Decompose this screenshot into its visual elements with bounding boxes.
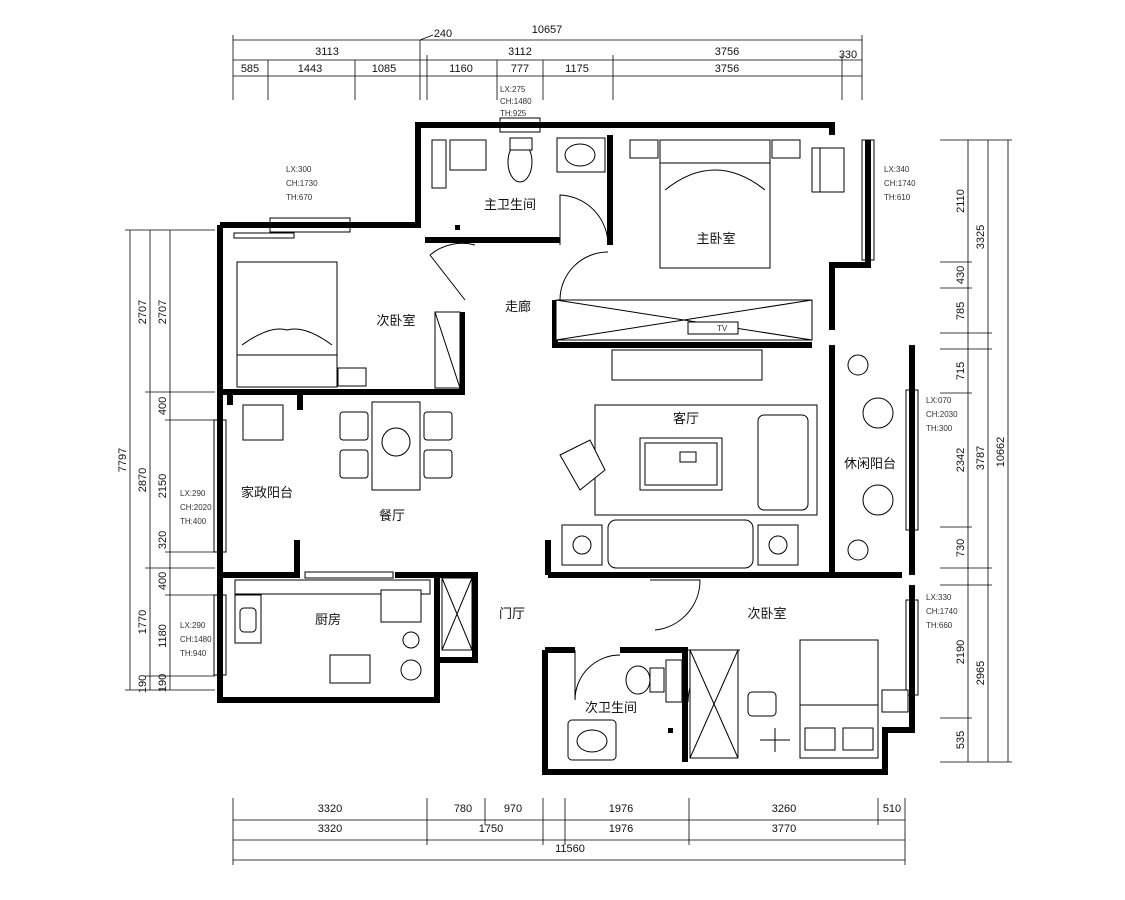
top-dimension-lines [232,34,863,100]
note-second-bedroom-bottom-lx: LX:330 [926,593,952,602]
dim-bottom-row1-f: 510 [883,803,901,815]
dim-right-col2-c: 785 [955,302,967,320]
note-master-bath-ch: CH:1480 [500,97,532,106]
left-dimension-lines [125,229,215,691]
dim-left-col1-a: 2707 [137,300,149,324]
note-master-bedroom-th: TH:610 [884,193,911,202]
dim-right-col2-d: 715 [955,362,967,380]
dim-right-col1-a: 3325 [975,225,987,249]
dim-right-col1-c: 2965 [975,661,987,685]
note-second-bedroom-ch: CH:1730 [286,179,318,188]
note-master-bath-lx: LX:275 [500,85,526,94]
dim-bottom-row2-d: 3770 [772,823,796,835]
right-dimension-lines [940,139,1012,763]
room-label-second-bedroom-bottom: 次卧室 [747,606,786,622]
dim-top-row1-b: 3112 [508,46,532,58]
dim-bottom-row2-a: 3320 [318,823,342,835]
room-label-master-bedroom: 主卧室 [696,231,735,247]
note-leisure-balcony-th: TH:300 [926,424,953,433]
dim-right-overall: 10662 [995,437,1007,468]
leisure-balcony-furniture [847,354,894,561]
dim-bottom-row1-e: 3260 [772,803,796,815]
room-label-corridor: 走廊 [505,299,531,315]
dim-left-col2-f: 1180 [157,624,169,648]
note-second-bedroom-th: TH:670 [286,193,313,202]
note-utility-balcony-th: TH:400 [180,517,207,526]
room-label-master-bath: 主卫生间 [484,198,536,213]
note-kitchen-lx: LX:290 [180,621,206,630]
tv-label: TV [717,324,728,333]
dim-top-offset: 240 [434,28,452,40]
note-master-bedroom-lx: LX:340 [884,165,910,174]
dim-right-col1-b: 3787 [975,446,987,470]
dim-top-row2-e: 777 [511,63,529,75]
dim-left-col2-c: 2150 [157,474,169,498]
bottom-dimension-lines [232,798,906,865]
note-kitchen-th: TH:940 [180,649,207,658]
dim-left-col2-e: 400 [157,572,169,590]
second-bedroom-bottom-furniture [689,639,909,759]
living-room-furniture [559,404,818,569]
note-utility-balcony-lx: LX:290 [180,489,206,498]
master-bath-fixtures [431,137,606,230]
interior-walls [220,135,902,762]
note-second-bedroom-bottom-ch: CH:1740 [926,607,958,616]
dim-right-col2-e: 2342 [955,448,967,472]
note-second-bedroom-lx: LX:300 [286,165,312,174]
dim-left-col1-c: 1770 [137,610,149,634]
note-master-bath-th: TH:925 [500,109,527,118]
room-label-leisure-balcony: 休闲阳台 [844,457,896,472]
room-label-second-bedroom-top: 次卧室 [376,313,415,329]
dim-top-row2-b: 1443 [298,63,322,75]
master-bedroom-furniture: TV [555,139,845,381]
dim-top-row2-g: 3756 [715,63,739,75]
dim-bottom-row2-b: 1750 [479,823,503,835]
dim-bottom-row2-c: 1976 [609,823,633,835]
dining-furniture [242,401,453,491]
room-label-utility-balcony: 家政阳台 [241,485,293,501]
dim-left-col1-d: 190 [137,675,149,693]
dim-left-col2-a: 2707 [157,300,169,324]
dim-right-col2-h: 535 [955,731,967,749]
note-utility-balcony-ch: CH:2020 [180,503,212,512]
dim-top-right-offset: 330 [839,49,857,61]
dim-bottom-overall: 11560 [555,843,585,855]
dim-top-row2-d: 1160 [449,63,473,75]
room-label-dining-room: 餐厅 [379,508,405,524]
dim-top-row1-a: 3113 [315,46,339,58]
kitchen-fixtures [234,577,473,684]
dim-top-row2-c: 1085 [372,63,396,75]
dim-right-col2-a: 2110 [955,189,967,213]
room-label-second-bath: 次卫生间 [585,700,637,716]
room-label-kitchen: 厨房 [315,612,341,628]
dim-right-col2-g: 2190 [955,640,967,664]
room-label-living-room: 客厅 [673,411,699,427]
dim-left-col2-g: 190 [157,674,169,692]
dim-left-col2-d: 320 [157,531,169,549]
dim-bottom-row1-a: 3320 [318,803,342,815]
note-master-bedroom-ch: CH:1740 [884,179,916,188]
note-leisure-balcony-ch: CH:2030 [926,410,958,419]
second-bath-fixtures [567,659,683,761]
dim-top-row2-a: 585 [241,63,259,75]
dim-left-overall: 7797 [117,448,129,472]
dim-left-col2-b: 400 [157,397,169,415]
dim-top-row2-f: 1175 [565,63,589,75]
dim-bottom-row1-c: 970 [504,803,522,815]
dim-right-col2-b: 430 [955,266,967,284]
second-bedroom-top-furniture [233,232,461,389]
dim-right-col2-f: 730 [955,539,967,557]
dim-bottom-row1-b: 780 [454,803,472,815]
dim-left-col1-b: 2870 [137,468,149,492]
note-leisure-balcony-lx: LX:070 [926,396,952,405]
dim-top-overall: 10657 [532,24,563,36]
dim-bottom-row1-d: 1976 [609,803,633,815]
room-label-entrance: 门厅 [499,607,525,622]
note-second-bedroom-bottom-th: TH:660 [926,621,953,630]
note-kitchen-ch: CH:1480 [180,635,212,644]
dim-top-row1-c: 3756 [715,46,739,58]
windows [213,117,919,696]
